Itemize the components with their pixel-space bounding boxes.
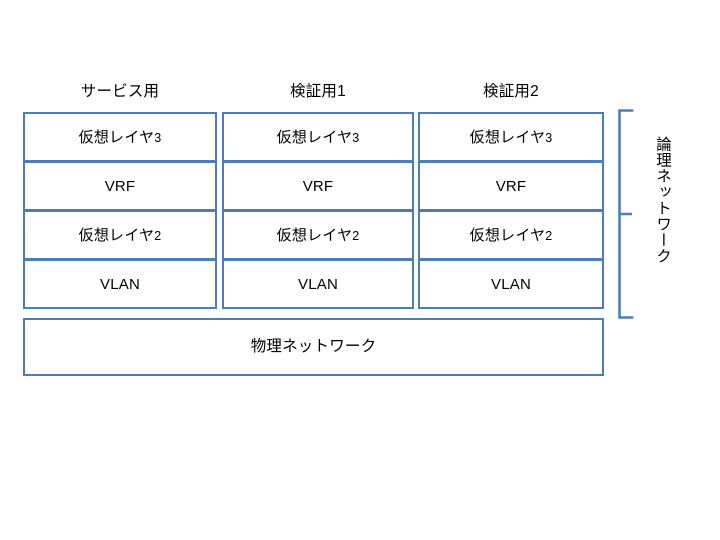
layer-box-vrf[interactable]: VRF [222, 161, 414, 211]
logical-network-brace [618, 109, 634, 319]
layer-box-vlan[interactable]: VLAN [222, 259, 414, 309]
layer-label: VLAN [298, 275, 338, 293]
layer-label: 仮想レイヤ2 [276, 226, 360, 244]
layer-box-vlan[interactable]: VLAN [23, 259, 217, 309]
layer-label: VRF [104, 177, 136, 195]
layer-box-virtual-layer2[interactable]: 仮想レイヤ2 [23, 210, 217, 260]
layer-label: VRF [495, 177, 527, 195]
layer-label: VLAN [100, 275, 140, 293]
logical-network-label: 論理ネットワーク [654, 136, 671, 264]
layer-column-service: 仮想レイヤ3 VRF 仮想レイヤ2 VLAN [23, 112, 217, 309]
layer-label: 仮想レイヤ3 [276, 128, 360, 146]
layer-column-verify2: 仮想レイヤ3 VRF 仮想レイヤ2 VLAN [418, 112, 604, 309]
physical-network-label: 物理ネットワーク [250, 338, 377, 356]
layer-label: VLAN [491, 275, 531, 293]
layer-box-vlan[interactable]: VLAN [418, 259, 604, 309]
layer-box-virtual-layer2[interactable]: 仮想レイヤ2 [222, 210, 414, 260]
column-header-verify1: 検証用1 [290, 83, 346, 100]
layer-label: 仮想レイヤ3 [469, 128, 553, 146]
column-header-verify2: 検証用2 [483, 83, 539, 100]
layer-box-vrf[interactable]: VRF [418, 161, 604, 211]
layer-label: 仮想レイヤ2 [469, 226, 553, 244]
layer-box-virtual-layer2[interactable]: 仮想レイヤ2 [418, 210, 604, 260]
layer-label: 仮想レイヤ2 [78, 226, 162, 244]
layer-box-vrf[interactable]: VRF [23, 161, 217, 211]
physical-network-box[interactable]: 物理ネットワーク [23, 318, 604, 376]
layer-label: VRF [302, 177, 334, 195]
layer-box-virtual-layer3[interactable]: 仮想レイヤ3 [418, 112, 604, 162]
layer-label: 仮想レイヤ3 [78, 128, 162, 146]
column-header-service: サービス用 [80, 83, 160, 100]
layer-column-verify1: 仮想レイヤ3 VRF 仮想レイヤ2 VLAN [222, 112, 414, 309]
layer-box-virtual-layer3[interactable]: 仮想レイヤ3 [23, 112, 217, 162]
layer-box-virtual-layer3[interactable]: 仮想レイヤ3 [222, 112, 414, 162]
